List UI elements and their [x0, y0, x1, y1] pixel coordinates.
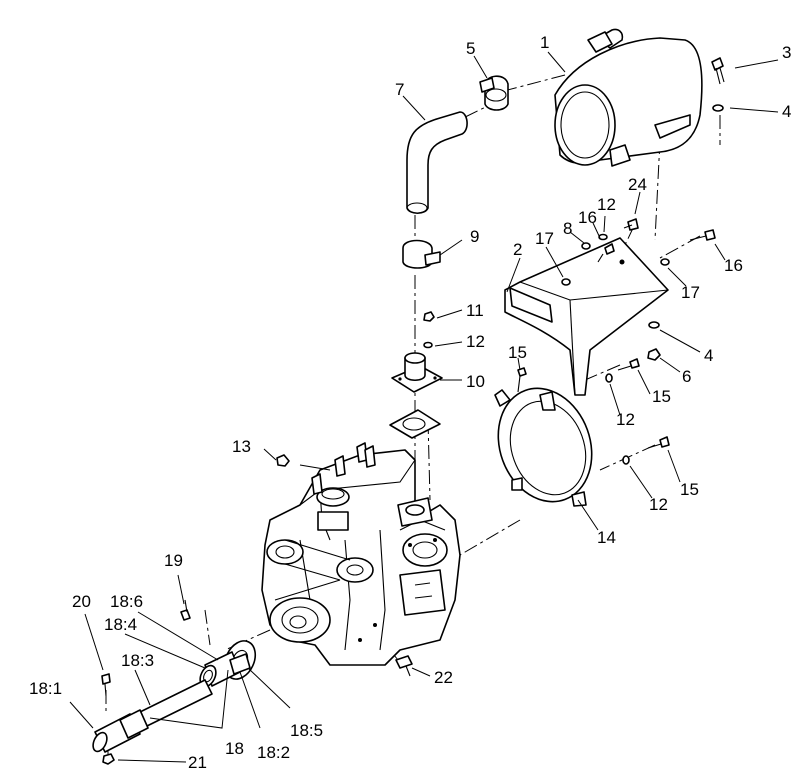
label-6: 6 — [682, 367, 691, 386]
sensor-22 — [395, 655, 413, 677]
label-14: 14 — [597, 528, 616, 547]
label-3: 3 — [782, 43, 791, 62]
washer-8 — [581, 242, 591, 250]
washer-4-lower — [648, 321, 660, 329]
label-1: 1 — [540, 33, 549, 52]
label-18-4: 18:4 — [104, 615, 137, 634]
lockwasher-17-right — [660, 258, 670, 266]
bolt-15-lower — [647, 436, 670, 449]
bolt-16-upper — [597, 243, 615, 263]
bolt-3 — [711, 57, 725, 85]
label-24: 24 — [628, 175, 647, 194]
nut-13 — [276, 454, 290, 467]
label-5: 5 — [466, 39, 475, 58]
hose-7 — [406, 111, 468, 215]
label-19: 19 — [164, 551, 183, 570]
label-20: 20 — [72, 592, 91, 611]
label-4-top: 4 — [782, 102, 791, 121]
clamp-5 — [479, 75, 509, 111]
label-2: 2 — [513, 240, 522, 259]
clamp-9 — [402, 239, 441, 269]
washer-12-center — [423, 341, 433, 349]
fan-shroud-14 — [494, 387, 593, 507]
exhaust-flange-10 — [391, 352, 443, 393]
nut-11 — [423, 311, 435, 322]
mounting-bracket-2 — [504, 237, 669, 396]
label-12-upper: 12 — [597, 195, 616, 214]
label-18-6: 18:6 — [110, 592, 143, 611]
air-cleaner-canister — [554, 28, 703, 167]
label-18: 18 — [225, 739, 244, 758]
bolt-15-right — [617, 358, 640, 371]
label-17-right: 17 — [681, 283, 700, 302]
label-18-1: 18:1 — [29, 679, 62, 698]
bolt-24 — [623, 218, 639, 231]
lockwasher-17-left — [561, 278, 571, 286]
washer-12-upper — [598, 233, 608, 241]
bolt-16-right — [689, 229, 716, 241]
nut-6 — [647, 348, 661, 361]
label-16-upper: 16 — [578, 208, 597, 227]
label-15-right: 15 — [652, 387, 671, 406]
gasket-10 — [389, 409, 441, 439]
label-12-right: 12 — [616, 410, 635, 429]
label-17-left: 17 — [535, 229, 554, 248]
washer-12-right — [605, 373, 613, 383]
label-21: 21 — [188, 753, 207, 772]
label-12-center: 12 — [466, 332, 485, 351]
label-18-2: 18:2 — [257, 743, 290, 762]
label-15-left: 15 — [508, 343, 527, 362]
bolt-20 — [101, 673, 111, 697]
label-4-lower: 4 — [704, 346, 713, 365]
label-16-right: 16 — [724, 256, 743, 275]
nut-21 — [102, 753, 115, 765]
callout-labels: 1 3 4 5 7 9 11 12 10 13 2 17 8 16 12 24 … — [29, 33, 791, 772]
label-11: 11 — [466, 301, 484, 320]
bolt-15-left — [517, 367, 527, 393]
leader-lines — [69, 51, 779, 763]
label-10: 10 — [466, 372, 485, 391]
label-18-5: 18:5 — [290, 721, 323, 740]
engine-block — [261, 442, 461, 666]
washer-12-lower — [622, 455, 630, 465]
label-7: 7 — [395, 80, 404, 99]
label-13: 13 — [232, 437, 251, 456]
label-18-3: 18:3 — [121, 651, 154, 670]
bolt-19 — [180, 599, 191, 621]
washer-4 — [712, 104, 724, 112]
label-12-lower: 12 — [649, 495, 668, 514]
label-8: 8 — [563, 219, 572, 238]
label-9: 9 — [470, 227, 479, 246]
drive-shaft-assembly-18 — [92, 640, 257, 753]
label-15-lower: 15 — [680, 480, 699, 499]
label-22: 22 — [434, 668, 453, 687]
